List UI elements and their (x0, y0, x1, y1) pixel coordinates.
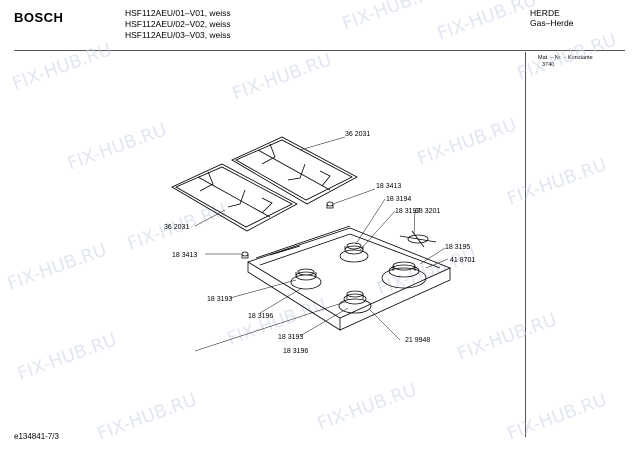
screw-cap-upper (326, 201, 334, 209)
model-list: HSF112AEU/01–V01, weiss HSF112AEU/02–V02… (125, 8, 231, 41)
watermark-text: FIX-HUB.RU (15, 329, 120, 384)
material-value: 3740 (542, 62, 555, 68)
watermark-text: FIX-HUB.RU (515, 29, 620, 84)
watermark-text: FIX-HUB.RU (375, 244, 480, 299)
part-label: 18 3197 (395, 208, 420, 215)
brand-logo: BOSCH (14, 10, 64, 25)
burner-left (290, 268, 322, 290)
part-label: 18 3195 (445, 244, 470, 251)
watermark-text: FIX-HUB.RU (340, 0, 445, 35)
watermark-text: FIX-HUB.RU (435, 0, 540, 45)
screw-cap-lower (241, 251, 249, 259)
part-label: 18 3193 (207, 296, 232, 303)
watermark-text: FIX-HUB.RU (230, 49, 335, 104)
part-label: 36 2031 (345, 131, 370, 138)
part-label: 41 8701 (450, 257, 475, 264)
model-line-1: HSF112AEU/01–V01, weiss (125, 8, 231, 18)
part-label: 18 3193 (278, 334, 303, 341)
part-label: 21 9948 (405, 337, 430, 344)
part-label: 18 3201 (415, 208, 440, 215)
watermark-text: FIX-HUB.RU (505, 154, 610, 209)
watermark-text: FIX-HUB.RU (5, 239, 110, 294)
diagram-id: e134841-7/3 (14, 432, 59, 441)
model-line-2: HSF112AEU/02–V02, weiss (125, 19, 231, 29)
part-label: 18 3196 (283, 348, 308, 355)
cooktop-plate (247, 225, 452, 331)
wok-ring-insert (399, 230, 437, 248)
part-label: 18 3413 (172, 252, 197, 259)
pan-support-upper (231, 136, 358, 205)
watermark-text: FIX-HUB.RU (65, 119, 170, 174)
part-labels: 36 2031 18 3413 18 3194 18 3197 18 3201 … (164, 131, 475, 355)
part-label: 18 3196 (248, 313, 273, 320)
part-label: 36 2031 (164, 224, 189, 231)
part-label: 18 3413 (376, 183, 401, 190)
watermark-text: FIX-HUB.RU (95, 389, 200, 444)
watermark-text: FIX-HUB.RU (10, 39, 115, 94)
header-divider (14, 50, 625, 51)
part-label: 18 3194 (386, 196, 411, 203)
pan-support-lower (171, 163, 298, 232)
leader-lines (194, 136, 449, 352)
side-divider (525, 52, 526, 437)
category-block: HERDE Gas–Herde (530, 8, 573, 28)
watermark-text: FIX-HUB.RU (455, 309, 560, 364)
model-line-3: HSF112AEU/03–V03, weiss (125, 30, 231, 40)
watermark-text: FIX-HUB.RU (505, 389, 610, 444)
category-title: HERDE (530, 8, 560, 18)
watermark-text: FIX-HUB.RU (415, 114, 520, 169)
burner-front (338, 290, 372, 314)
watermark-layer: FIX-HUB.RU FIX-HUB.RU FIX-HUB.RU FIX-HUB… (5, 0, 620, 445)
watermark-text: FIX-HUB.RU (315, 379, 420, 434)
material-label: Mat. – Nr. – Konstante (538, 55, 593, 61)
burner-rear-small (339, 242, 369, 263)
category-subtitle: Gas–Herde (530, 18, 574, 28)
material-box: Mat. – Nr. – Konstante 3740 (538, 55, 593, 69)
burner-large-right (381, 261, 427, 289)
